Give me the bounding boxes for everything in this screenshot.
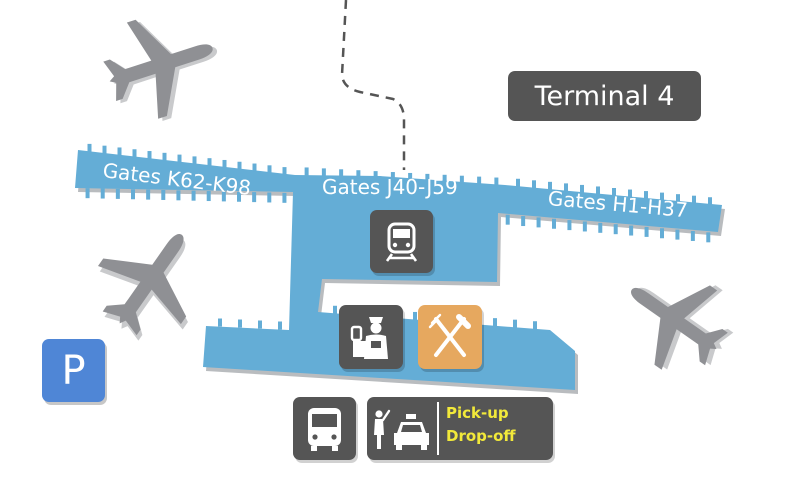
gate-stub	[161, 189, 166, 200]
gate-stub	[267, 165, 272, 174]
gate-stub	[221, 191, 226, 202]
gate-stub	[131, 189, 135, 200]
gate-stub	[237, 191, 241, 202]
gate-stub	[222, 159, 227, 168]
gate-stub	[373, 171, 378, 180]
gate-stub	[192, 156, 197, 165]
parking-icon[interactable]: P	[42, 339, 105, 402]
gate-stub	[660, 228, 664, 239]
taxi-service-label: Pick-up Drop-off	[446, 402, 516, 448]
airplane-icon	[603, 249, 750, 389]
gate-stub	[675, 229, 680, 240]
taxi-divider	[437, 402, 439, 455]
terminal-name-badge: Terminal 4	[508, 71, 701, 121]
gate-stub	[304, 167, 309, 176]
airplane-icon	[78, 205, 225, 358]
gate-stub	[628, 189, 632, 198]
gate-stub	[102, 145, 107, 154]
gate-stub	[548, 181, 552, 190]
gate-stub	[459, 175, 464, 184]
security-tile[interactable]	[339, 305, 403, 369]
gate-stub	[206, 191, 211, 202]
gate-stub	[339, 169, 344, 178]
gate-stub	[629, 225, 634, 236]
gate-stub	[425, 173, 430, 182]
gate-stub	[692, 195, 696, 204]
gate-stub	[442, 174, 447, 183]
train-tile[interactable]	[370, 210, 433, 273]
gate-stub	[552, 218, 556, 229]
dining-tile[interactable]	[418, 305, 482, 369]
gate-stub	[706, 232, 711, 243]
gate-stub	[278, 321, 282, 330]
gate-stub	[117, 147, 122, 156]
gate-stub	[676, 194, 680, 203]
gate-stub	[521, 216, 526, 227]
gate-stub	[494, 177, 499, 186]
gate-stub	[567, 220, 572, 231]
gate-stub	[477, 176, 482, 185]
gate-stub	[321, 168, 326, 177]
gate-stub	[132, 149, 137, 158]
gate-stub	[191, 190, 196, 201]
gate-stub	[258, 320, 262, 329]
gate-stub	[282, 167, 287, 176]
taxi-tile[interactable]	[367, 397, 553, 460]
security-officer-icon	[350, 317, 388, 359]
gate-stub	[252, 163, 257, 172]
bus-icon	[308, 408, 341, 451]
gate-stub	[100, 188, 105, 199]
gate-stub	[493, 318, 497, 327]
gate-stub	[333, 305, 337, 314]
gate-stub	[390, 172, 395, 181]
gate-stub	[176, 190, 181, 201]
gate-stub	[162, 152, 167, 161]
gate-stub	[533, 321, 537, 330]
gate-stub	[413, 311, 417, 320]
gate-stub	[532, 180, 536, 189]
gate-stub	[238, 319, 242, 328]
pickup-label: Pick-up	[446, 404, 509, 422]
gate-stub	[513, 319, 517, 328]
dashed-route	[340, 0, 406, 170]
gate-stub	[564, 183, 568, 192]
gate-stub	[146, 189, 151, 200]
gate-stub	[282, 192, 287, 203]
gate-stub	[516, 178, 520, 187]
gate-stub	[207, 158, 212, 167]
gate-stub	[177, 154, 182, 163]
gate-stub	[252, 192, 257, 203]
gate-stub	[612, 188, 616, 196]
train-icon	[385, 222, 418, 262]
gate-stub	[115, 188, 120, 199]
gate-stub	[536, 217, 541, 228]
gate-stub	[505, 214, 510, 225]
gate-stub	[582, 221, 587, 232]
gate-stub	[147, 151, 152, 160]
gate-stub	[218, 318, 222, 327]
gate-stub	[356, 170, 361, 179]
gates-j-label: Gates J40-J59	[322, 175, 458, 199]
dropoff-label: Drop-off	[446, 427, 516, 445]
gate-stub	[596, 186, 600, 195]
gate-stub	[644, 191, 648, 200]
gate-stub	[598, 222, 603, 233]
gate-stub	[267, 192, 272, 203]
dining-icon	[428, 313, 471, 357]
gate-stub	[85, 188, 90, 199]
bus-tile[interactable]	[293, 397, 356, 460]
taxi-icon	[374, 409, 429, 450]
gate-stub	[87, 143, 92, 152]
gate-stub	[644, 226, 649, 237]
gate-stub	[580, 184, 584, 193]
airplane-icon	[94, 0, 233, 132]
gate-stub	[690, 230, 695, 241]
gate-stub	[237, 161, 242, 170]
gate-stub	[408, 172, 413, 181]
gate-stub	[613, 224, 618, 235]
gate-stub	[660, 192, 664, 201]
gate-stub	[708, 197, 712, 206]
